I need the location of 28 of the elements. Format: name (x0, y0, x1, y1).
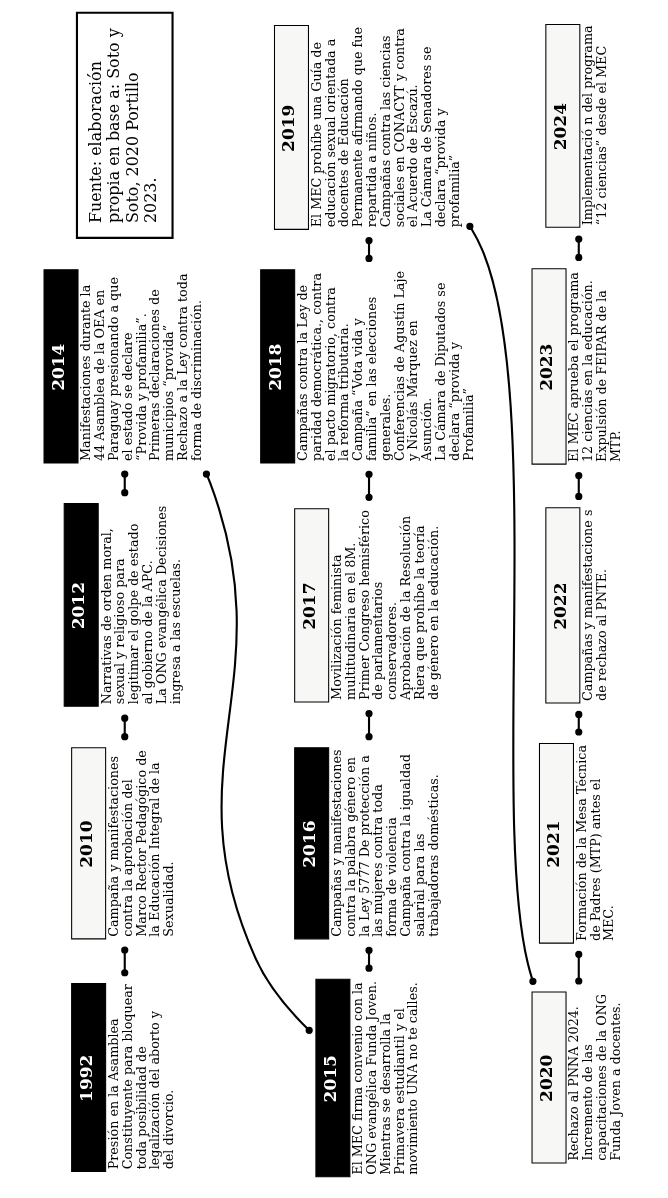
node-label: Campañas y manifestaciones contra la palabra género en la Ley 5777 De protección a las mujeres contra toda forma de violencia (328, 749, 399, 937)
node-label: Implementació n del programa “12 ciencias” desde el MEC (579, 25, 609, 226)
node-label: Campañas contra las ciencias sociales en CONACYT y contra el Acuerdo de Escazú. (377, 28, 420, 228)
node-label: El MEC aprueba el programa 12 ciencias en la educación. (565, 272, 595, 462)
node-label: Incremento de las capacitaciones de la ONG Funda Joven a docentes. (579, 994, 623, 1161)
node-label: Campañas contra la Ley de paridad democrática., contra el pacto migratorio, contra la reforma tributaria. (294, 272, 351, 461)
connector (574, 950, 582, 985)
node-label: Campaña y manifestaciones contra la aprobación del Marco Rector Pedagógico de la Educación Integral de la Sexualidad. (105, 750, 176, 937)
node-label: Rechazo al PNNA 2024. (565, 1006, 581, 1161)
connector (202, 470, 313, 1034)
node-label: Expulsión de FEIPAR de la MTP. (593, 290, 623, 462)
connector (465, 222, 536, 985)
node-label: La Cámara de Senadores se declara “provida y profamilia” (418, 46, 462, 228)
node-label: Aprobación de la Resolución Riera que prohíbe la teoría de género en la educación. (397, 515, 441, 700)
node-label: Formación de la Mesa Técnica de Padres (MTP) antes el MEC. (573, 744, 616, 941)
node-label: El MEC firma convenio con la ONG evangélica Funda Joven. (349, 980, 379, 1175)
node-label: Campañas y manifestacione s de rechazo al PNTE. (579, 509, 609, 701)
node-label: Movilización feminista multitudinaria en el 8M. (328, 542, 358, 700)
node-label: Campaña “Vota vida y familia” en las elecciones generales. (349, 296, 393, 461)
node-label: Manifestaciones durante la 44 Asamblea de la OEA en Paraguay presionando a que el estado se declare “Provida y profamilia”. (77, 277, 149, 461)
node-label: Narrativas de orden moral, sexual y religioso para legitimar el golpe de estado al gobierno de la APC. (98, 523, 155, 705)
node-label: La Cámara de Diputados se declara “provida y Profamilia” (432, 282, 476, 461)
node-label: Campaña contra la igualdad salarial para las trabajadoras domésticas. (397, 754, 441, 937)
node-label: Primer Congreso hemisférico de parlamentarios conservadores. (356, 510, 399, 700)
node-box: Fuente: elaboración propia en base a: Soto y Soto, 2020 Portillo 2023. (75, 11, 174, 239)
node-label: Conferencias de Agustín Laje y Nicolás Márquez en Asunción. (391, 271, 434, 461)
node-label: Presión en la Asamblea Constituyente para bloquear toda posibilidad de legalización del aborto y del divorcio. (105, 984, 176, 1170)
node-label: El MEC prohíbe una Guía de educación sexual orientada a docentes de Educación Permanente afirmando que fue repartida a niños. (308, 27, 379, 228)
